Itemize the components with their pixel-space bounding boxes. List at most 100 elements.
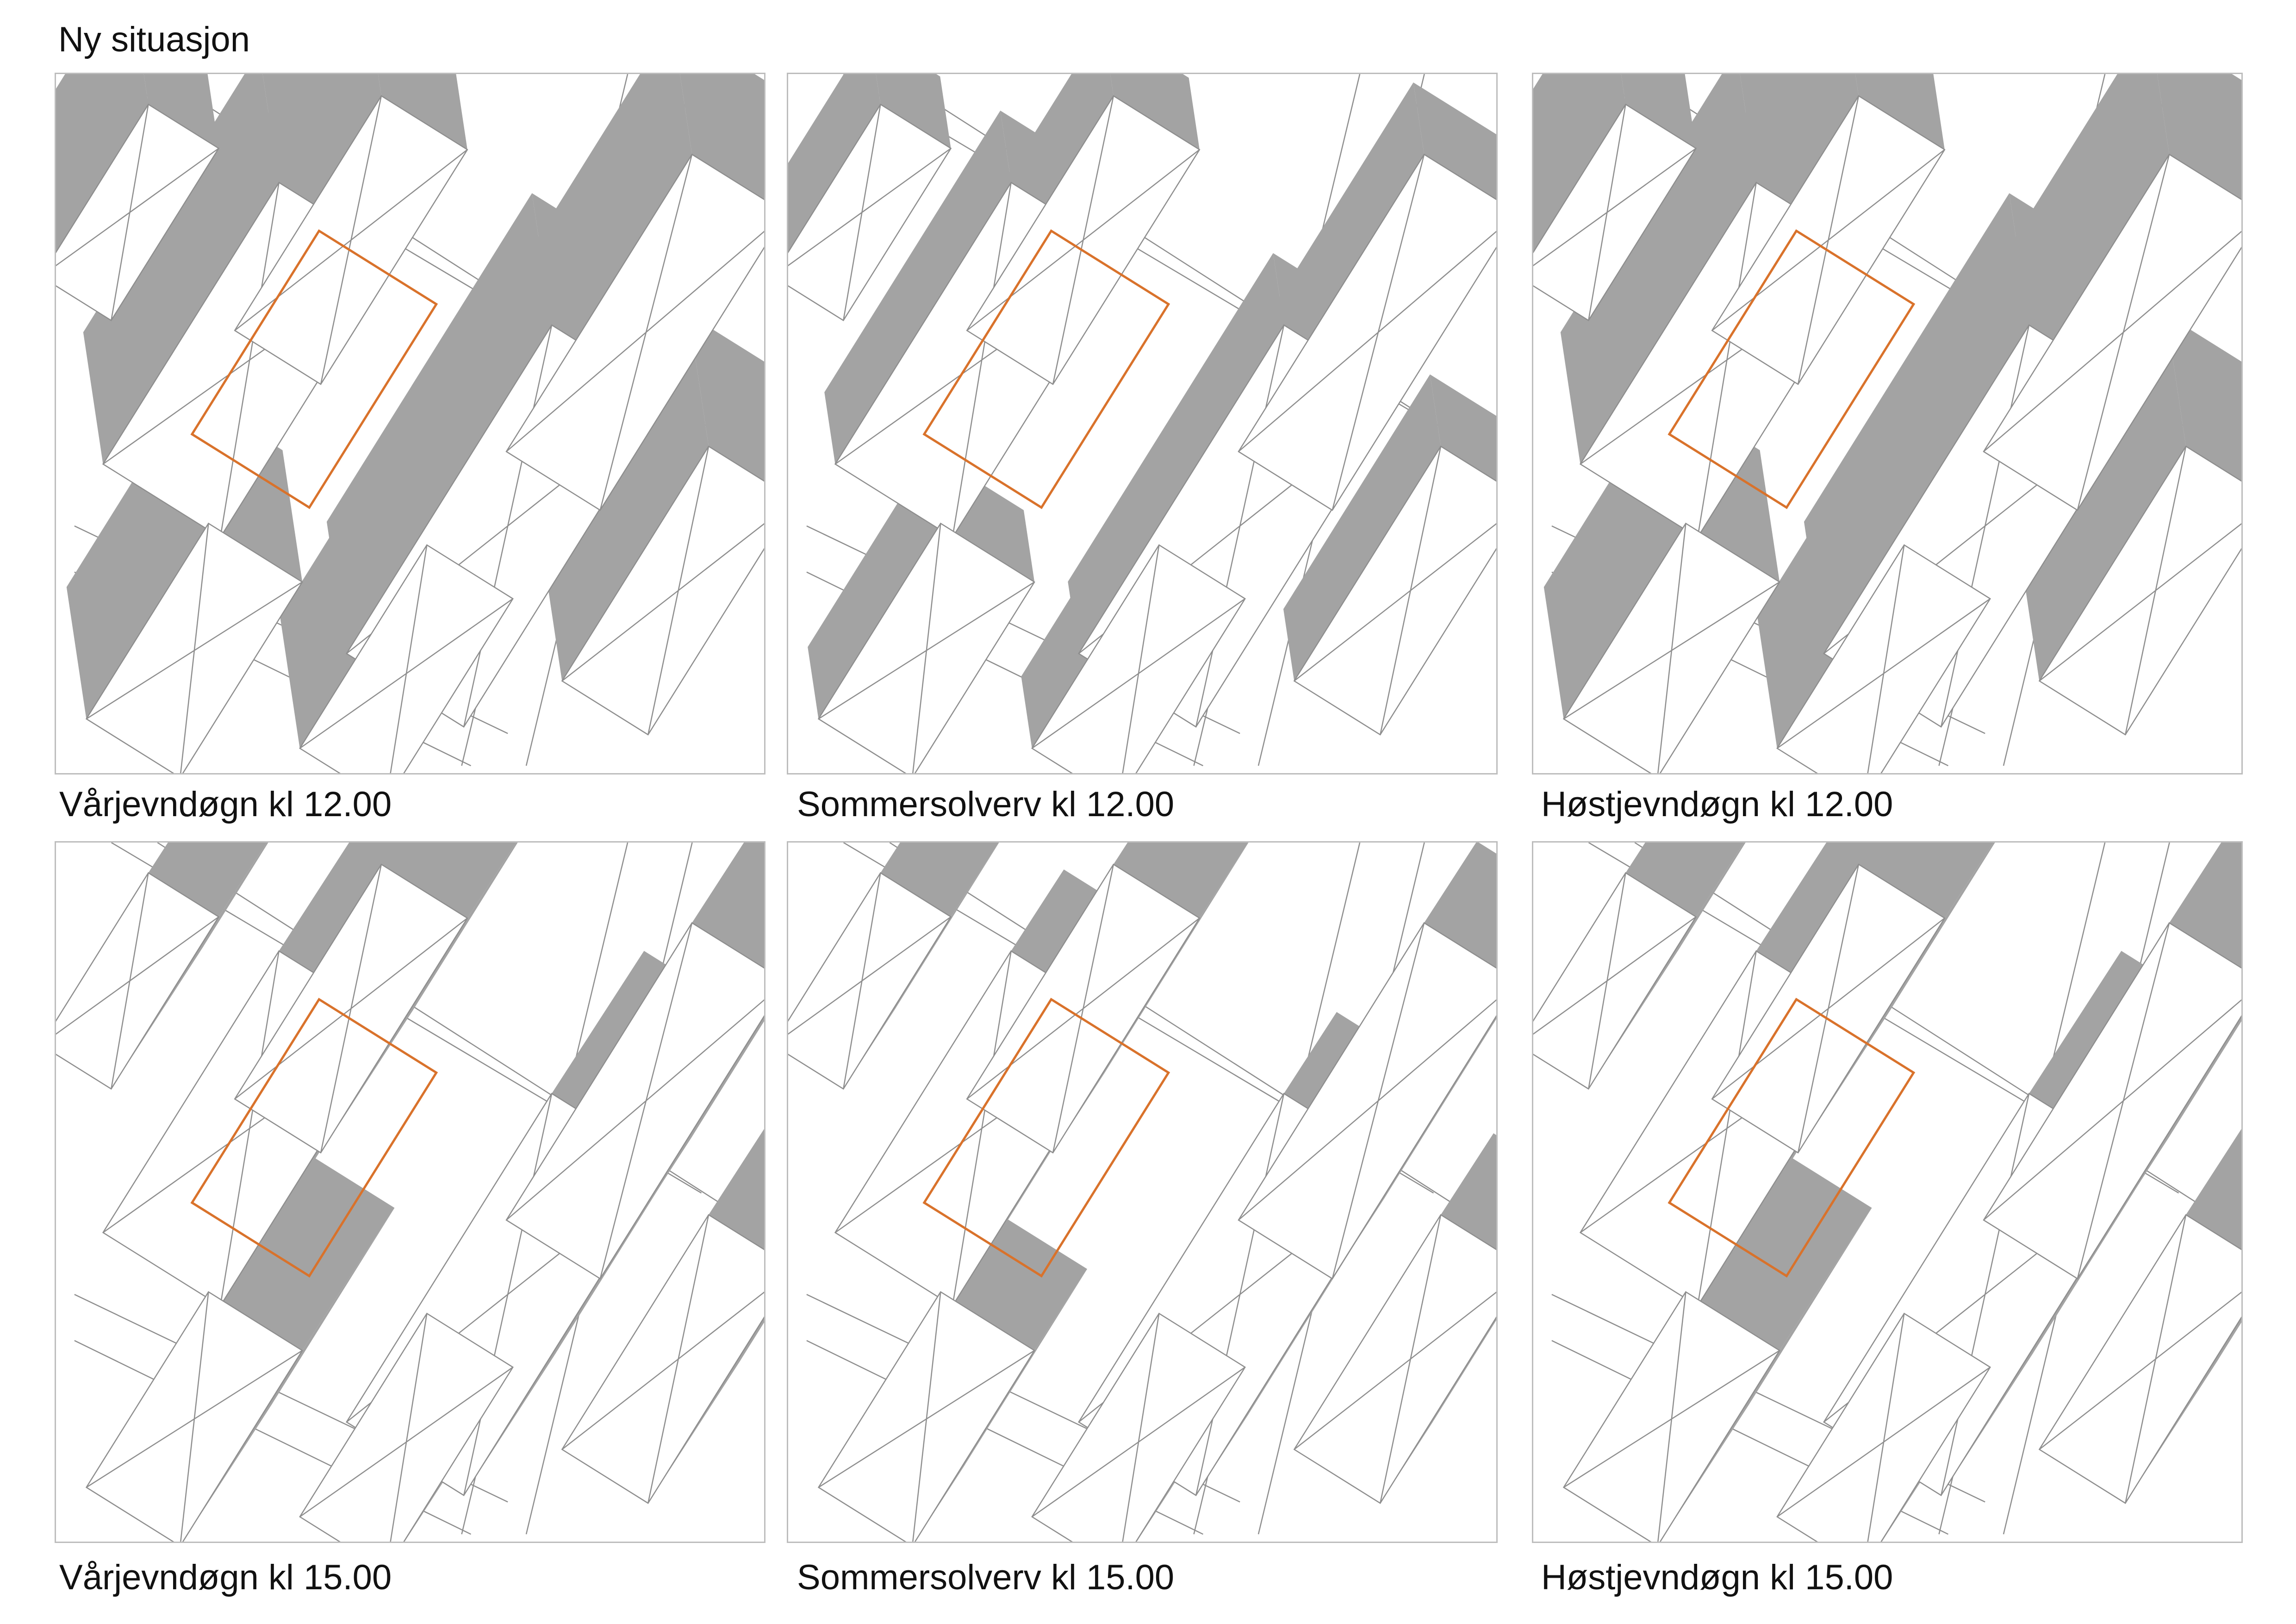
- shadow-panel-2: [787, 73, 1498, 775]
- building-shadow: [824, 110, 1011, 464]
- building-roof: [2038, 445, 2241, 736]
- roof-ridge: [1138, 544, 1160, 674]
- shadow-panel-3: [1532, 73, 2243, 775]
- roof-ridge: [506, 1100, 647, 1221]
- roof-ridge: [111, 981, 131, 1089]
- building-roof: [299, 1312, 514, 1542]
- building-roof: [505, 922, 764, 1280]
- building-roof: [1238, 922, 1496, 1280]
- page-title: Ny situasjon: [58, 20, 250, 59]
- roof-ridge: [1606, 104, 1626, 213]
- roof-ridge: [1777, 1441, 1884, 1518]
- roof-ridge: [1797, 240, 1829, 385]
- roof-ridge: [180, 650, 195, 773]
- roof-ridge: [1533, 980, 1608, 1035]
- roof-ridge: [599, 332, 647, 511]
- roof-ridge: [406, 1367, 513, 1443]
- site-boundary: [190, 229, 438, 509]
- panel-caption-1: Vårjevndøgn kl 12.00: [59, 785, 392, 824]
- roof-ridge: [926, 1292, 941, 1419]
- roof-ridge: [1410, 523, 1496, 591]
- roof-ridge: [646, 999, 764, 1101]
- roof-ridge: [861, 104, 881, 213]
- roof-ridge: [926, 581, 1035, 651]
- roof-ridge: [194, 581, 303, 651]
- roof-ridge: [1580, 359, 1728, 465]
- roof-ridge: [834, 359, 983, 465]
- roof-ridge: [2039, 1358, 2156, 1450]
- roof-ridge: [350, 918, 468, 1009]
- roof-ridge: [1378, 231, 1496, 333]
- roof-ridge: [350, 95, 382, 240]
- building-roof: [1983, 153, 2241, 511]
- shadow-panel-6: [1532, 841, 2243, 1543]
- roof-ridge: [1697, 1128, 1728, 1306]
- roof-ridge: [952, 1128, 983, 1306]
- roof-ridge: [1378, 999, 1496, 1101]
- roof-ridge: [1883, 1313, 1905, 1443]
- building-shadow: [1113, 843, 1249, 918]
- roof-ridge: [320, 1008, 352, 1153]
- roof-ridge: [646, 231, 764, 333]
- roof-ridge: [1588, 212, 1608, 321]
- building-shadow: [1283, 374, 1441, 681]
- roof-ridge: [219, 360, 250, 538]
- roof-ridge: [1332, 1100, 1379, 1279]
- shadow-panel-1: [55, 73, 765, 775]
- roof-ridge: [861, 916, 952, 981]
- building-roof: [1293, 1214, 1496, 1504]
- roof-ridge: [966, 239, 1084, 331]
- roof-ridge: [952, 360, 983, 538]
- building-roof: [56, 103, 220, 321]
- building-roof: [1776, 1312, 1991, 1542]
- roof-ridge: [1883, 598, 1991, 674]
- roof-ridge: [1410, 1291, 1496, 1360]
- site-plan-drawing: [1533, 74, 2241, 773]
- building-roof: [1533, 872, 1697, 1090]
- roof-ridge: [1883, 1367, 1991, 1443]
- roof-ridge: [1052, 1008, 1084, 1153]
- roof-ridge: [1083, 95, 1114, 240]
- roof-ridge: [645, 923, 693, 1101]
- roof-ridge: [193, 523, 209, 651]
- roof-ridge: [861, 873, 881, 981]
- roof-ridge: [926, 523, 941, 651]
- roof-ridge: [2155, 523, 2241, 591]
- roof-ridge: [1606, 148, 1697, 213]
- roof-ridge: [2077, 332, 2124, 511]
- building-shadow: [709, 1129, 764, 1250]
- building-roof: [561, 445, 764, 736]
- roof-ridge: [2155, 1291, 2241, 1360]
- roof-ridge: [506, 331, 647, 452]
- building-roof: [505, 153, 764, 511]
- site-boundary: [922, 998, 1170, 1278]
- site-boundary: [190, 998, 438, 1278]
- panel-caption-2: Sommersolverv kl 12.00: [797, 785, 1175, 824]
- roof-ridge: [1380, 590, 1411, 735]
- roof-ridge: [1867, 1442, 1885, 1542]
- roof-ridge: [647, 590, 679, 735]
- roof-ridge: [1828, 918, 1945, 1009]
- roof-ridge: [818, 650, 927, 719]
- roof-ridge: [1828, 95, 1860, 240]
- building-roof: [1238, 153, 1496, 511]
- roof-ridge: [2077, 1100, 2124, 1279]
- building-roof: [788, 872, 952, 1090]
- roof-ridge: [1657, 1418, 1673, 1542]
- roof-ridge: [1797, 1008, 1829, 1153]
- roof-ridge: [1294, 590, 1411, 681]
- roof-ridge: [788, 212, 863, 267]
- site-plan-drawing: [56, 843, 764, 1542]
- roof-ridge: [1122, 1442, 1139, 1542]
- roof-ridge: [2039, 590, 2156, 681]
- roof-ridge: [1671, 581, 1780, 651]
- roof-ridge: [912, 650, 927, 773]
- building-shadow: [381, 843, 516, 918]
- roof-ridge: [1138, 1313, 1160, 1443]
- building-shadow: [1858, 843, 1994, 918]
- roof-ridge: [2125, 1359, 2156, 1504]
- roof-ridge: [1138, 598, 1245, 674]
- site-plan-drawing: [788, 843, 1496, 1542]
- roof-ridge: [2122, 154, 2170, 333]
- roof-ridge: [1138, 1367, 1245, 1443]
